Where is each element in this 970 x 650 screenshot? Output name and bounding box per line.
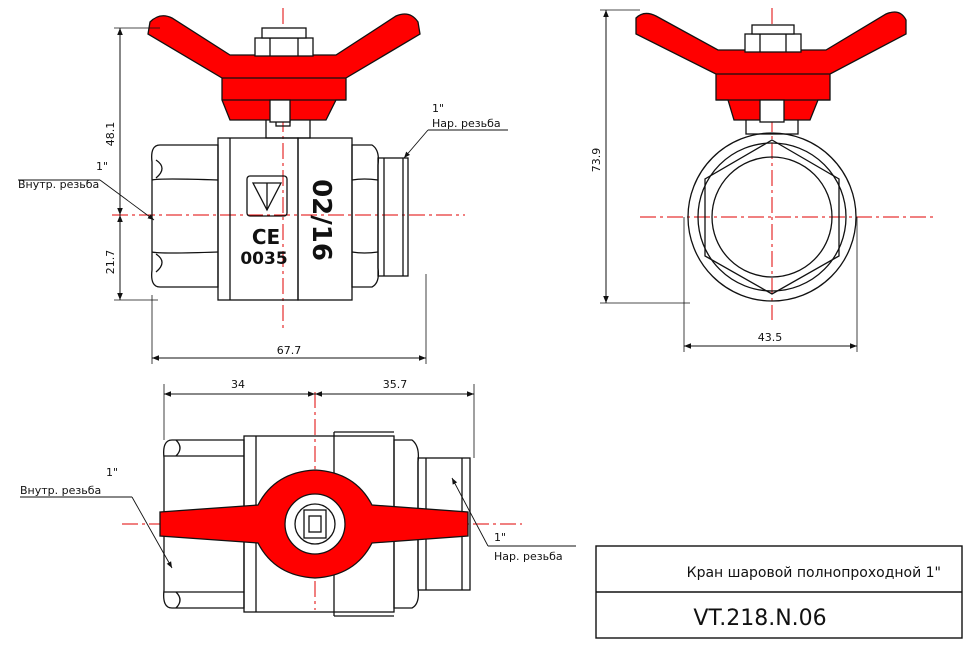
top-dim-left: 34 (231, 378, 245, 391)
front-left-nut (151, 144, 219, 288)
front-right-thread-type: Нар. резьба (432, 117, 501, 130)
front-marking-number: 0035 (240, 249, 287, 269)
front-marking-date: 02/16 (306, 179, 336, 261)
front-right-thread-size: 1" (432, 102, 444, 115)
top-view (20, 384, 576, 617)
front-body (217, 137, 353, 301)
title-block-code: VT.218.N.06 (693, 606, 826, 631)
top-handle (159, 469, 469, 579)
front-dim-length: 67.7 (277, 344, 302, 357)
front-left-thread-size: 1" (96, 160, 108, 173)
front-left-thread-type: Внутр. резьба (18, 178, 99, 191)
top-right-thread-type: Нар. резьба (494, 550, 563, 563)
front-right-nut (351, 144, 409, 288)
front-view (18, 8, 508, 364)
top-left-thread-type: Внутр. резьба (20, 484, 101, 497)
side-dim-width: 43.5 (758, 331, 783, 344)
side-top-nut (744, 24, 802, 53)
front-marking-ce: CE (252, 225, 280, 249)
top-dim-right: 35.7 (383, 378, 408, 391)
title-block (595, 545, 963, 639)
front-dim-height-upper: 48.1 (104, 122, 117, 147)
top-left-thread-size: 1" (106, 466, 118, 479)
front-top-nut (254, 27, 314, 57)
side-view (600, 8, 935, 352)
front-handle (147, 13, 421, 123)
title-block-name: Кран шаровой полнопроходной 1" (687, 565, 941, 581)
top-left-nut (163, 439, 245, 609)
front-logo-mark (246, 175, 288, 217)
side-body (687, 132, 857, 302)
top-right-thread-size: 1" (494, 531, 506, 544)
front-dim-height-lower: 21.7 (104, 250, 117, 275)
side-dim-height: 73.9 (590, 148, 603, 173)
side-handle (635, 11, 907, 123)
